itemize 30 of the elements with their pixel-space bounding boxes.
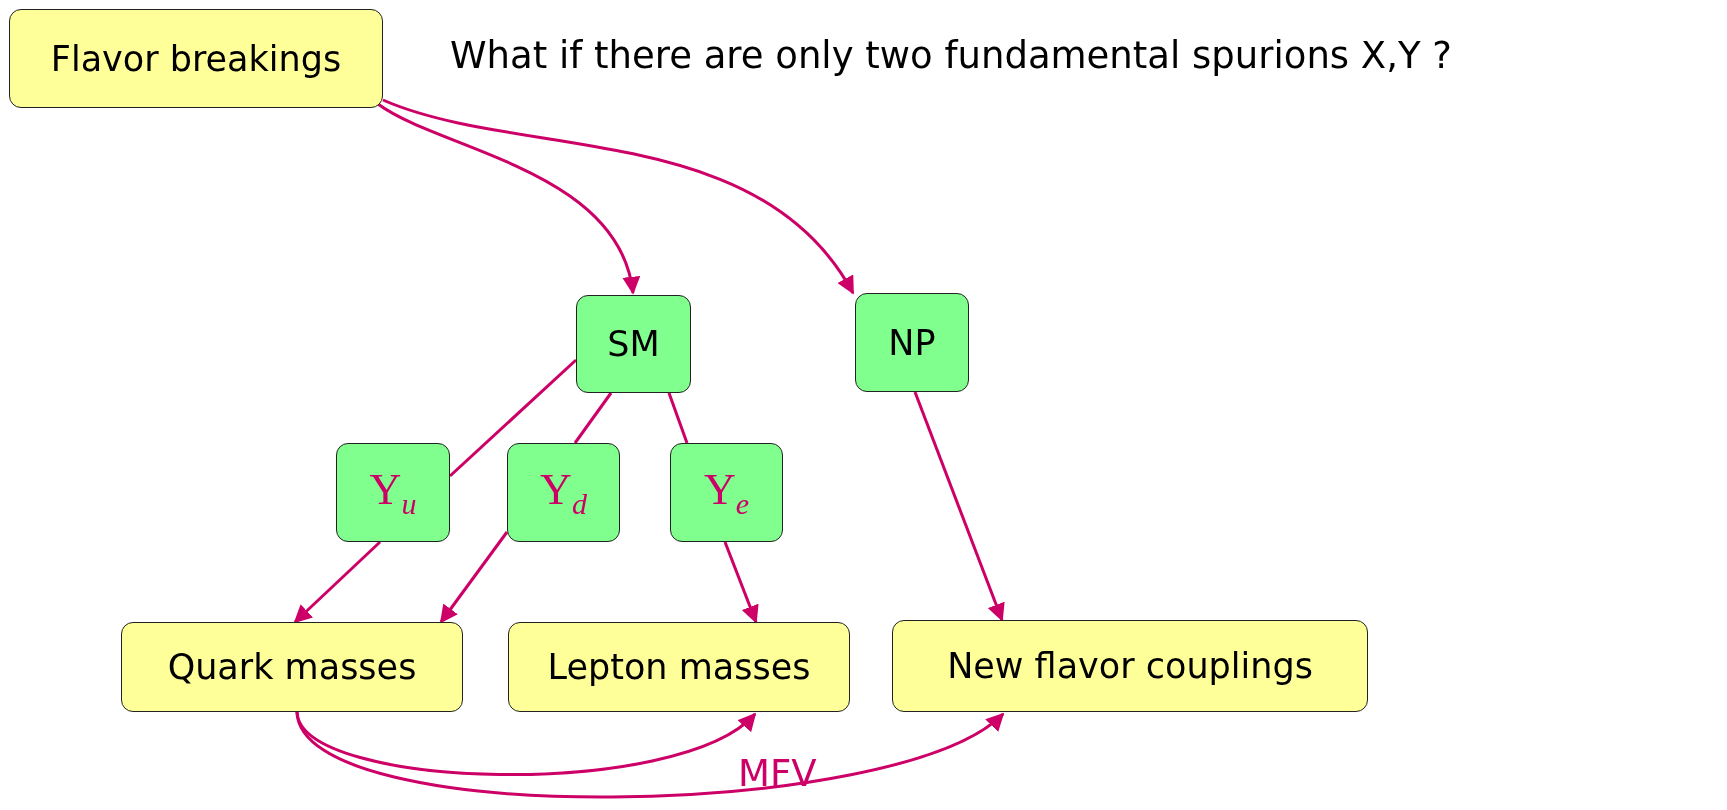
arrow (377, 102, 639, 295)
connector-line (667, 392, 689, 444)
process-box (892, 620, 1368, 712)
arrow (723, 541, 759, 624)
coupling-box (507, 443, 620, 542)
arrow (439, 531, 509, 624)
annotation-text: MFV (738, 752, 817, 795)
node-label: Quark masses (167, 647, 417, 687)
connector-line (449, 358, 577, 478)
node-label: Lepton masses (547, 647, 811, 687)
arrow (382, 98, 855, 295)
coupling-box (670, 443, 783, 542)
symbol-label: Y$_{u}$ (369, 464, 417, 521)
process-box (121, 622, 463, 712)
process-box (508, 622, 850, 712)
symbol-label: Y$_{e}$ (703, 464, 750, 521)
coupling-box (336, 443, 450, 542)
node-label: Flavor breakings (50, 38, 342, 79)
node-label: New flavor couplings (947, 646, 1313, 686)
question-text: What if there are only two fundamental spurions X,Y ? (450, 34, 1452, 77)
process-box (855, 293, 969, 392)
node-label: NP (888, 322, 936, 363)
connector-line (573, 392, 613, 444)
arrow (913, 391, 1005, 622)
process-box (9, 9, 383, 108)
arrow (295, 711, 1005, 799)
arrow (293, 540, 382, 624)
symbol-label: Y$_{d}$ (540, 464, 587, 521)
node-label: SM (607, 324, 660, 364)
process-box (576, 295, 691, 393)
